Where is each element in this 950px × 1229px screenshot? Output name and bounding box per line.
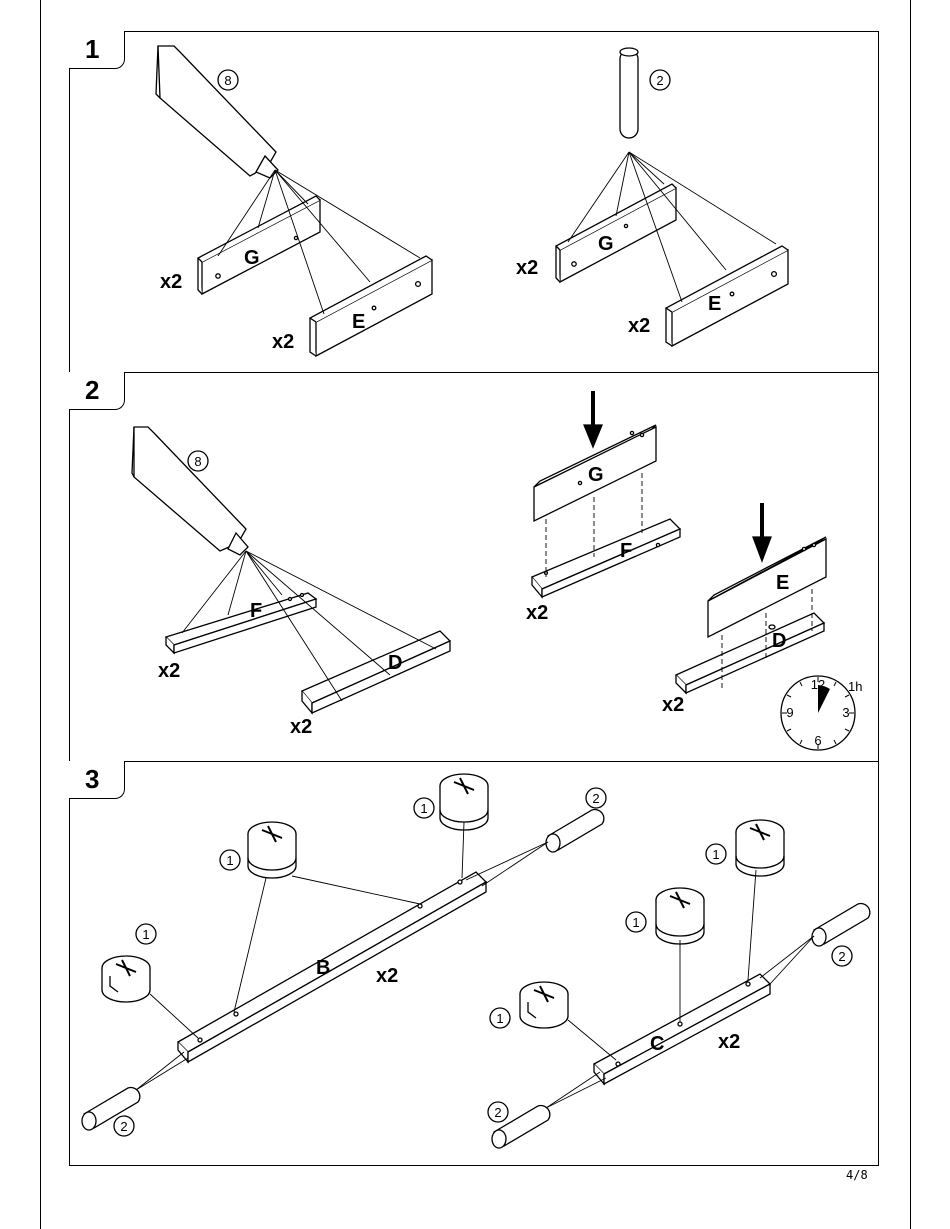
part-label-f: F bbox=[620, 540, 632, 562]
callout-dowel: 2 bbox=[120, 1119, 127, 1134]
part-label-c: C bbox=[650, 1033, 664, 1055]
count-f: x2 bbox=[158, 660, 180, 682]
board-b bbox=[178, 872, 486, 1062]
count-ed: x2 bbox=[662, 694, 684, 716]
board-c bbox=[594, 974, 770, 1084]
panel-g bbox=[198, 196, 320, 294]
count-g: x2 bbox=[160, 271, 182, 293]
step-2-panel: 8 F D x2 x2 G bbox=[69, 372, 879, 762]
clock-dial-3: 3 bbox=[842, 705, 849, 720]
down-arrow-icon bbox=[753, 503, 771, 561]
glue-tube-icon bbox=[156, 46, 278, 178]
step-number-tab: 1 bbox=[69, 31, 125, 69]
part-label-d: D bbox=[388, 652, 402, 674]
board-f bbox=[166, 593, 316, 653]
cam-lock-icon bbox=[102, 956, 150, 1002]
panel-e bbox=[310, 256, 432, 356]
part-label-f: F bbox=[250, 600, 262, 622]
page-number: 4/8 bbox=[846, 1168, 868, 1182]
step-number: 1 bbox=[85, 34, 99, 65]
part-label-g: G bbox=[244, 247, 260, 269]
cam-lock-icon bbox=[656, 888, 704, 944]
part-label-e: E bbox=[708, 293, 721, 315]
part-label-d: D bbox=[772, 630, 786, 652]
callout-cam: 1 bbox=[420, 801, 427, 816]
count-b: x2 bbox=[376, 965, 398, 987]
part-label-e: E bbox=[352, 311, 365, 333]
page-edge-right bbox=[910, 0, 911, 1229]
callout-cam: 1 bbox=[712, 847, 719, 862]
step-number: 2 bbox=[85, 375, 99, 406]
dowel-icon bbox=[812, 904, 870, 946]
step-2-illustration: 8 F D x2 x2 G bbox=[70, 373, 880, 763]
clock-dial-12: 12 bbox=[811, 677, 825, 692]
callout-glue: 8 bbox=[224, 73, 231, 88]
part-label-b: B bbox=[316, 957, 330, 979]
callout-glue: 8 bbox=[194, 454, 201, 469]
cam-lock-icon bbox=[520, 982, 568, 1028]
page-edge-left bbox=[40, 0, 41, 1229]
cam-lock-icon bbox=[440, 774, 488, 830]
step-number-tab: 2 bbox=[69, 372, 125, 410]
panel-e bbox=[666, 246, 788, 346]
clock-dial-6: 6 bbox=[814, 733, 821, 748]
callout-dowel: 2 bbox=[838, 949, 845, 964]
step-number: 3 bbox=[85, 764, 99, 795]
step-3-illustration: 1 1 1 2 2 B x2 bbox=[70, 762, 880, 1167]
cam-lock-icon bbox=[736, 820, 784, 876]
count-e: x2 bbox=[272, 331, 294, 353]
callout-dowel: 2 bbox=[494, 1105, 501, 1120]
count-c: x2 bbox=[718, 1031, 740, 1053]
step-1-illustration: 8 G E x2 x2 bbox=[70, 32, 880, 374]
callout-cam: 1 bbox=[496, 1011, 503, 1026]
cam-lock-icon bbox=[248, 822, 296, 878]
step-number-tab: 3 bbox=[69, 761, 125, 799]
count-e: x2 bbox=[628, 315, 650, 337]
board-f bbox=[532, 519, 680, 597]
down-arrow-icon bbox=[584, 391, 602, 447]
callout-dowel: 2 bbox=[656, 73, 663, 88]
callout-cam: 1 bbox=[632, 915, 639, 930]
step-3-panel: 1 1 1 2 2 B x2 bbox=[69, 761, 879, 1166]
clock-dial-9: 9 bbox=[786, 705, 793, 720]
board-d bbox=[302, 631, 450, 713]
dowel-icon bbox=[546, 810, 604, 852]
count-gf: x2 bbox=[526, 602, 548, 624]
clock-duration: 1h bbox=[848, 679, 862, 694]
count-g: x2 bbox=[516, 257, 538, 279]
callout-cam: 1 bbox=[226, 853, 233, 868]
part-label-g: G bbox=[588, 464, 604, 486]
dowel-icon bbox=[620, 48, 638, 138]
callout-dowel: 2 bbox=[592, 791, 599, 806]
part-label-g: G bbox=[598, 233, 614, 255]
glue-tube-icon bbox=[132, 427, 248, 555]
part-label-e: E bbox=[776, 572, 789, 594]
callout-cam: 1 bbox=[142, 927, 149, 942]
count-d: x2 bbox=[290, 716, 312, 738]
step-1-panel: 8 G E x2 x2 bbox=[69, 31, 879, 373]
